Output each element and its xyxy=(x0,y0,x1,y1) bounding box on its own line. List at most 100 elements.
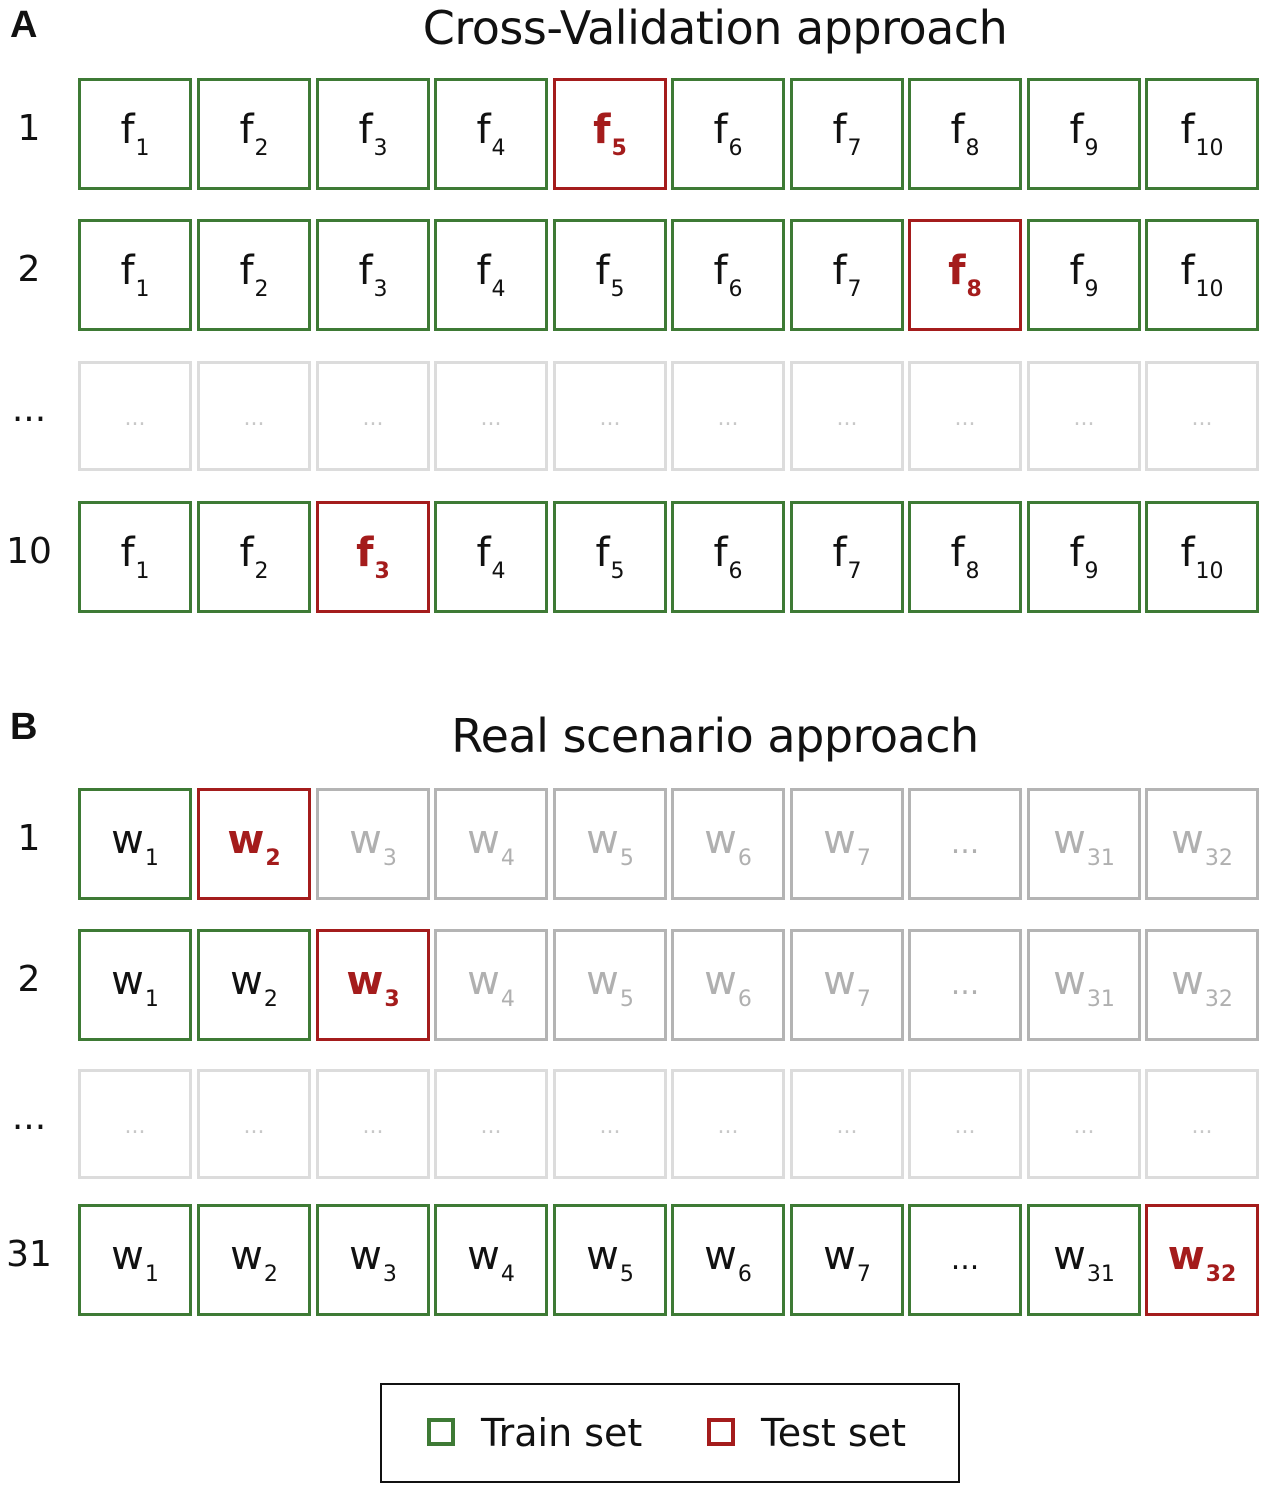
fold-cell-symbol: w xyxy=(823,958,856,1004)
fold-cell-index: 6 xyxy=(728,559,743,584)
row-label: 2 xyxy=(17,249,41,290)
fold-cell-label: f3 xyxy=(319,246,427,315)
future-fold-cell: w7 xyxy=(790,929,904,1041)
fold-cell-label: f6 xyxy=(674,105,782,174)
fold-cell-index: 2 xyxy=(254,277,269,302)
placeholder-dots: ... xyxy=(954,1114,976,1139)
fold-cell-label: f6 xyxy=(674,528,782,597)
fold-cell-label: w31 xyxy=(1030,815,1138,884)
fold-cell-index: 5 xyxy=(610,559,625,584)
fold-cell-index: 9 xyxy=(1084,277,1099,302)
future-fold-cell: w32 xyxy=(1145,929,1259,1041)
placeholder-dots: ... xyxy=(717,406,739,431)
placeholder-cell: ... xyxy=(790,361,904,471)
fold-cell-label: ... xyxy=(911,819,1019,869)
fold-cell-label: w1 xyxy=(81,1231,189,1300)
placeholder-cell: ... xyxy=(553,1069,667,1179)
fold-cell-label: f10 xyxy=(1148,246,1256,315)
fold-cell-symbol: w xyxy=(111,1233,144,1279)
fold-cell-label: f9 xyxy=(1030,246,1138,315)
placeholder-dots: ... xyxy=(362,1114,384,1139)
fold-cell-index: 10 xyxy=(1195,277,1224,302)
fold-cell-symbol: f xyxy=(832,248,847,294)
placeholder-cell: ... xyxy=(197,1069,311,1179)
test-fold-cell: f5 xyxy=(553,78,667,190)
fold-cell-symbol: f xyxy=(120,248,135,294)
placeholder-dots: ... xyxy=(717,1114,739,1139)
fold-cell-index: 1 xyxy=(135,559,150,584)
train-fold-cell: f4 xyxy=(434,78,548,190)
fold-cell-index: 7 xyxy=(847,559,862,584)
fold-cell-index: 31 xyxy=(1086,1262,1115,1287)
fold-cell-label: f9 xyxy=(1030,105,1138,174)
placeholder-cell: ... xyxy=(316,1069,430,1179)
fold-cell-symbol: f xyxy=(832,107,847,153)
future-fold-cell: ... xyxy=(908,929,1022,1041)
train-fold-cell: f10 xyxy=(1145,78,1259,190)
placeholder-cell: ... xyxy=(434,361,548,471)
fold-cell-label: w3 xyxy=(319,956,427,1025)
train-fold-cell: f8 xyxy=(908,78,1022,190)
fold-cell-label: w31 xyxy=(1030,1231,1138,1300)
fold-cell-symbol: w xyxy=(349,817,382,863)
fold-cell-symbol: f xyxy=(476,248,491,294)
fold-cell-symbol: w xyxy=(1053,1233,1086,1279)
placeholder-cell: ... xyxy=(78,361,192,471)
train-fold-cell: ... xyxy=(908,1204,1022,1316)
train-fold-cell: w1 xyxy=(78,1204,192,1316)
train-fold-cell: f2 xyxy=(197,78,311,190)
fold-row: ................................. xyxy=(0,361,1280,471)
fold-cell-symbol: f xyxy=(1069,530,1084,576)
train-fold-cell: w5 xyxy=(553,1204,667,1316)
fold-cell-symbol: f xyxy=(713,107,728,153)
fold-cell-index: 31 xyxy=(1086,987,1115,1012)
fold-cell-symbol: w xyxy=(1053,817,1086,863)
fold-cell-label: w31 xyxy=(1030,956,1138,1025)
placeholder-dots: ... xyxy=(599,1114,621,1139)
fold-cell-symbol: f xyxy=(239,248,254,294)
fold-cell-symbol: w xyxy=(704,1233,737,1279)
fold-cell-index: 7 xyxy=(856,987,871,1012)
fold-cell-index: 3 xyxy=(382,846,397,871)
train-fold-cell: f9 xyxy=(1027,219,1141,331)
fold-cell-symbol: f xyxy=(950,530,965,576)
fold-cell-index: 6 xyxy=(737,987,752,1012)
train-fold-cell: w2 xyxy=(197,1204,311,1316)
fold-cell-index: 6 xyxy=(728,136,743,161)
fold-cell-index: 7 xyxy=(856,1262,871,1287)
fold-cell-index: 9 xyxy=(1084,136,1099,161)
train-fold-cell: w7 xyxy=(790,1204,904,1316)
future-fold-cell: ... xyxy=(908,788,1022,900)
placeholder-cell: ... xyxy=(1145,1069,1259,1179)
fold-cell-symbol: w xyxy=(346,958,384,1004)
row-label: 2 xyxy=(17,959,41,1000)
fold-cell-symbol: f xyxy=(239,530,254,576)
test-set-swatch xyxy=(707,1418,735,1446)
fold-cell-index: 4 xyxy=(500,846,515,871)
fold-cell-label: f2 xyxy=(200,528,308,597)
fold-cell-label: f10 xyxy=(1148,528,1256,597)
train-fold-cell: w6 xyxy=(671,1204,785,1316)
fold-cell-index: 5 xyxy=(610,277,625,302)
train-fold-cell: f8 xyxy=(908,501,1022,613)
placeholder-dots: ... xyxy=(954,406,976,431)
fold-cell-index: 6 xyxy=(737,1262,752,1287)
fold-cell-symbol: f xyxy=(1180,530,1195,576)
fold-cell-index: 10 xyxy=(1195,136,1224,161)
fold-cell-index: 1 xyxy=(144,1262,159,1287)
fold-cell-symbol: w xyxy=(704,958,737,1004)
fold-cell-index: 3 xyxy=(374,559,390,584)
train-fold-cell: f5 xyxy=(553,219,667,331)
train-fold-cell: f4 xyxy=(434,219,548,331)
fold-cell-index: 5 xyxy=(619,987,634,1012)
placeholder-dots: ... xyxy=(362,406,384,431)
future-fold-cell: w5 xyxy=(553,788,667,900)
fold-cell-symbol: w xyxy=(349,1233,382,1279)
fold-cell-index: 1 xyxy=(135,277,150,302)
fold-cell-symbol: f xyxy=(358,248,373,294)
placeholder-cell: ... xyxy=(78,1069,192,1179)
fold-cell-label: f2 xyxy=(200,246,308,315)
